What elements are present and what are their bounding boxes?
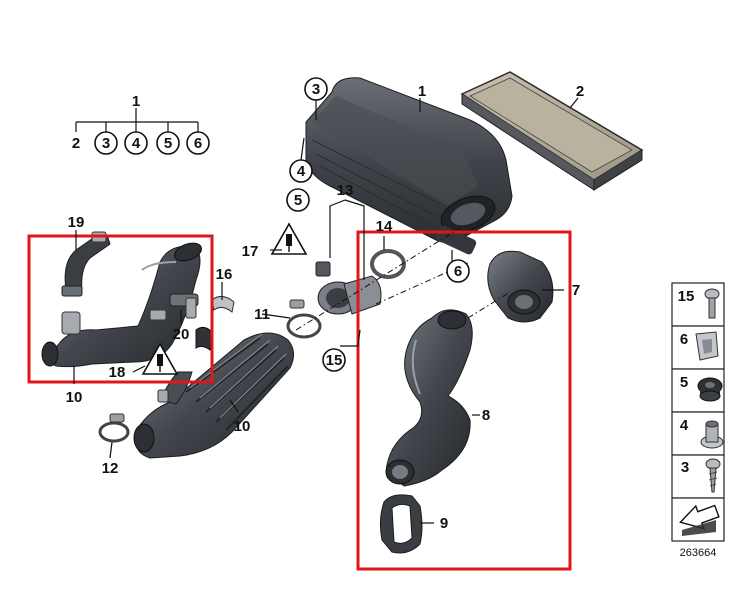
tree-item-6: 6 xyxy=(194,135,202,152)
vent-hose xyxy=(61,231,111,335)
seal-16 xyxy=(211,296,235,313)
callout-11: 11 xyxy=(254,306,270,323)
tree-item-2: 2 xyxy=(72,135,80,152)
leader-lines xyxy=(73,97,579,524)
direction-arrow-icon xyxy=(679,504,720,536)
callout-16: 16 xyxy=(216,266,233,283)
self-tapping-screw-icon xyxy=(705,458,721,493)
callout-6: 6 xyxy=(454,263,462,280)
intake-duct-8 xyxy=(385,309,473,487)
callout-10-left: 10 xyxy=(66,389,83,406)
legend-label-6: 6 xyxy=(680,331,688,348)
callout-7: 7 xyxy=(572,282,580,299)
fastener-legend: 15 6 5 4 3 xyxy=(671,282,725,559)
legend-label-3: 3 xyxy=(681,459,689,476)
callout-9: 9 xyxy=(440,515,448,532)
legend-label-4: 4 xyxy=(680,417,689,434)
legend-label-15: 15 xyxy=(678,288,695,305)
legend-label-5: 5 xyxy=(680,374,688,391)
callout-8: 8 xyxy=(482,407,490,424)
grommet-icon xyxy=(697,377,723,402)
part-tree: 1 2 3 4 5 6 xyxy=(72,93,210,155)
callout-20: 20 xyxy=(173,326,190,343)
callout-3-top: 3 xyxy=(312,81,320,98)
tree-item-3: 3 xyxy=(102,135,110,152)
clamp-11 xyxy=(286,299,322,339)
air-filter-housing xyxy=(305,77,513,255)
warning-triangle-18-icon xyxy=(141,342,179,375)
callout-18: 18 xyxy=(109,364,126,381)
tree-root: 1 xyxy=(132,93,140,110)
screw-icon xyxy=(704,288,720,319)
warning-triangle-17-icon xyxy=(270,222,308,255)
duct-frame-9 xyxy=(379,494,423,554)
callout-1: 1 xyxy=(418,83,426,100)
tree-item-5: 5 xyxy=(164,135,172,152)
filter-element xyxy=(460,71,644,191)
callout-4: 4 xyxy=(297,163,306,180)
callout-14: 14 xyxy=(376,218,393,235)
callouts: 3 1 2 4 5 13 14 17 6 7 19 16 11 20 15 18… xyxy=(66,77,584,532)
seal-ring-14 xyxy=(370,249,406,279)
highlight-box-left xyxy=(27,234,214,384)
clamp-12 xyxy=(98,413,130,443)
callout-10-lower: 10 xyxy=(234,418,251,435)
highlight-box-right xyxy=(356,230,572,571)
tree-item-4: 4 xyxy=(132,135,141,152)
drawing-number: 263664 xyxy=(680,547,717,559)
callout-5: 5 xyxy=(294,192,302,209)
callout-2: 2 xyxy=(576,83,584,100)
intake-pipe-lower xyxy=(133,326,294,459)
callout-17: 17 xyxy=(242,243,259,260)
intake-pipe-left xyxy=(41,242,202,368)
callout-15: 15 xyxy=(326,352,343,369)
intake-boot-7 xyxy=(487,250,554,323)
sensor-part-20 xyxy=(149,293,199,321)
clip-nut-icon xyxy=(695,331,719,361)
mass-airflow-sensor xyxy=(315,261,382,315)
callout-19: 19 xyxy=(68,214,85,231)
assembly-centerlines xyxy=(295,227,511,331)
bushing-icon xyxy=(700,420,724,449)
callout-12: 12 xyxy=(102,460,119,477)
callout-13: 13 xyxy=(337,182,354,199)
